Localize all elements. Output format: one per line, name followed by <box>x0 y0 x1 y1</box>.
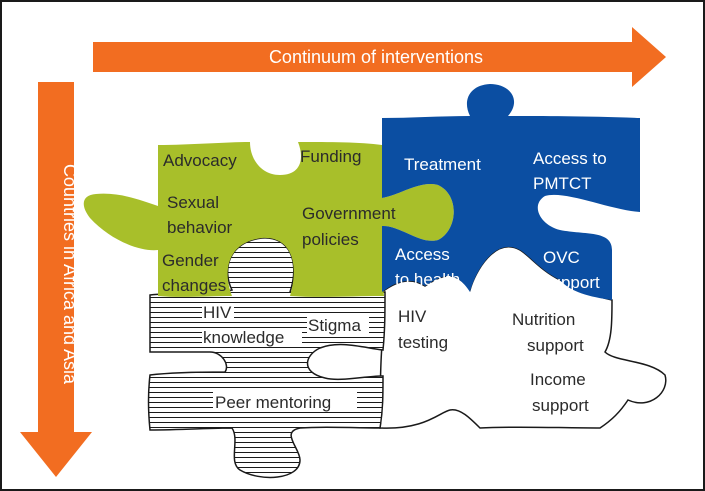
label-gender: Gender <box>162 251 219 270</box>
label-changes: changes <box>162 276 226 295</box>
vertical-arrow <box>20 82 92 477</box>
label-access-to: Access to <box>533 149 607 168</box>
blue-puzzle-piece <box>382 84 640 300</box>
label-ovc-support: support <box>543 273 600 292</box>
label-nutrition-support: support <box>527 336 584 355</box>
label-hiv-testing-2: testing <box>398 333 448 352</box>
label-bg-stigma <box>307 316 369 335</box>
label-bg-hiv <box>202 303 234 322</box>
label-to-health: to health <box>395 270 460 289</box>
label-income-support: support <box>532 396 589 415</box>
label-government: Government <box>302 204 396 223</box>
label-ovc: OVC <box>543 248 580 267</box>
horizontal-arrow <box>93 27 666 87</box>
label-policies: policies <box>302 230 359 249</box>
hatched-puzzle-piece <box>147 237 386 479</box>
label-hiv-testing-1: HIV <box>398 307 427 326</box>
label-knowledge: knowledge <box>203 328 284 347</box>
horizontal-arrow-label: Continuum of interventions <box>269 47 483 67</box>
label-stigma: Stigma <box>308 316 361 335</box>
label-income: Income <box>530 370 586 389</box>
label-sexual: Sexual <box>167 193 219 212</box>
label-peer-mentoring: Peer mentoring <box>215 393 331 412</box>
label-bg-knowledge <box>202 328 302 347</box>
label-funding: Funding <box>300 147 361 166</box>
label-pmtct: PMTCT <box>533 174 592 193</box>
label-access: Access <box>395 245 450 264</box>
green-puzzle-piece <box>83 142 454 297</box>
label-bg-peer <box>213 392 357 412</box>
label-hiv: HIV <box>203 303 232 322</box>
label-nutrition: Nutrition <box>512 310 575 329</box>
label-behavior: behavior <box>167 218 233 237</box>
label-treatment: Treatment <box>404 155 481 174</box>
label-advocacy: Advocacy <box>163 151 237 170</box>
vertical-arrow-label: Countries in Africa and Asia <box>60 164 80 385</box>
